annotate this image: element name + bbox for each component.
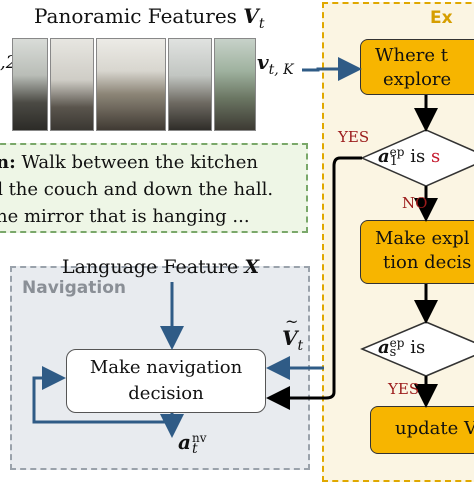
panorama-photo-1 xyxy=(12,38,48,131)
panorama-photo-5 xyxy=(214,38,256,131)
cond1-sup: ep xyxy=(389,145,405,159)
make-exploration-decision-box: Make expl tion decis xyxy=(360,220,474,284)
tilde-mark: ~ xyxy=(285,312,299,331)
refined-view-feature-label: ~ V t xyxy=(282,312,304,354)
cond2-symbol: a xyxy=(378,337,390,358)
exploration-title: Ex xyxy=(430,8,453,28)
instruction-line-1-text: Walk between the kitchen xyxy=(15,152,258,173)
decision-diamond-2 xyxy=(360,321,474,377)
arrow-view-to-where xyxy=(302,57,362,81)
decision-diamond-1 xyxy=(360,129,474,187)
nav-box-line-1: Make navigation xyxy=(89,357,243,378)
instruction-line-3: he mirror that is hanging ... xyxy=(0,203,306,230)
where-to-explore-box: Where t explore xyxy=(360,39,474,95)
no-label-1: NO xyxy=(402,194,428,212)
cond1-red-text: s xyxy=(430,146,441,167)
cond2-sub: s xyxy=(389,345,397,360)
update-box-label: update V xyxy=(395,418,474,439)
view-feature-symbol: v xyxy=(257,50,269,74)
instruction-line-1: n: Walk between the kitchen xyxy=(0,149,306,176)
panorama-photo-2 xyxy=(50,38,94,131)
arrow-nav-loop xyxy=(32,366,172,424)
yes-label-2: YES xyxy=(388,380,420,398)
nav-action-sup: nv xyxy=(191,430,207,445)
language-feature-label: Language Feature X xyxy=(62,256,259,278)
cond1-sub: 1 xyxy=(389,154,398,169)
panorama-photo-4 xyxy=(168,38,212,131)
yes-label-1: YES xyxy=(338,128,370,146)
instruction-line-2-text: the couch and down the hall. xyxy=(2,179,274,200)
cond1-symbol: a xyxy=(378,146,390,167)
panoramic-symbol-sub: t xyxy=(258,16,265,32)
vtilde-sub: t xyxy=(297,338,304,354)
make-navigation-decision-box: Make navigation decision xyxy=(66,349,266,413)
panoramic-symbol: V xyxy=(243,4,259,28)
language-feature-text: Language Feature xyxy=(62,256,239,278)
vtilde-wrap: ~ V xyxy=(282,312,298,350)
nav-action-sub: t xyxy=(191,440,198,457)
instruction-line-2-lead: l xyxy=(0,179,3,200)
instruction-line-3-text: he mirror that is hanging ... xyxy=(0,206,250,227)
where-box-line-1: Where t xyxy=(375,45,448,66)
arrow-decision1-yes-to-nav xyxy=(266,156,362,410)
make-box-line-2: tion decis xyxy=(383,252,472,273)
panorama-photo-3 xyxy=(96,38,166,131)
cond1-text: is xyxy=(410,146,426,167)
language-feature-symbol: X xyxy=(244,256,260,278)
instruction-box: n: Walk between the kitchen l the couch … xyxy=(0,143,308,233)
update-features-box: update V xyxy=(370,406,474,454)
panoramic-features-title: Panoramic Features Vt xyxy=(34,4,264,32)
instruction-line-1-lead: n: xyxy=(0,152,16,173)
view-feature-label: vt, K xyxy=(257,50,294,78)
where-box-line-2: explore xyxy=(383,69,452,90)
panoramic-title-text: Panoramic Features xyxy=(34,4,237,28)
cond2-sup: ep xyxy=(389,336,405,350)
cond2-text: is xyxy=(410,337,426,358)
nav-box-line-2: decision xyxy=(128,383,204,404)
instruction-line-2: l the couch and down the hall. xyxy=(0,176,306,203)
vtilde-symbol: V xyxy=(282,326,298,350)
make-box-line-1: Make expl xyxy=(375,228,470,249)
navigation-title: Navigation xyxy=(22,278,126,298)
view-feature-sub: t, K xyxy=(268,62,294,78)
